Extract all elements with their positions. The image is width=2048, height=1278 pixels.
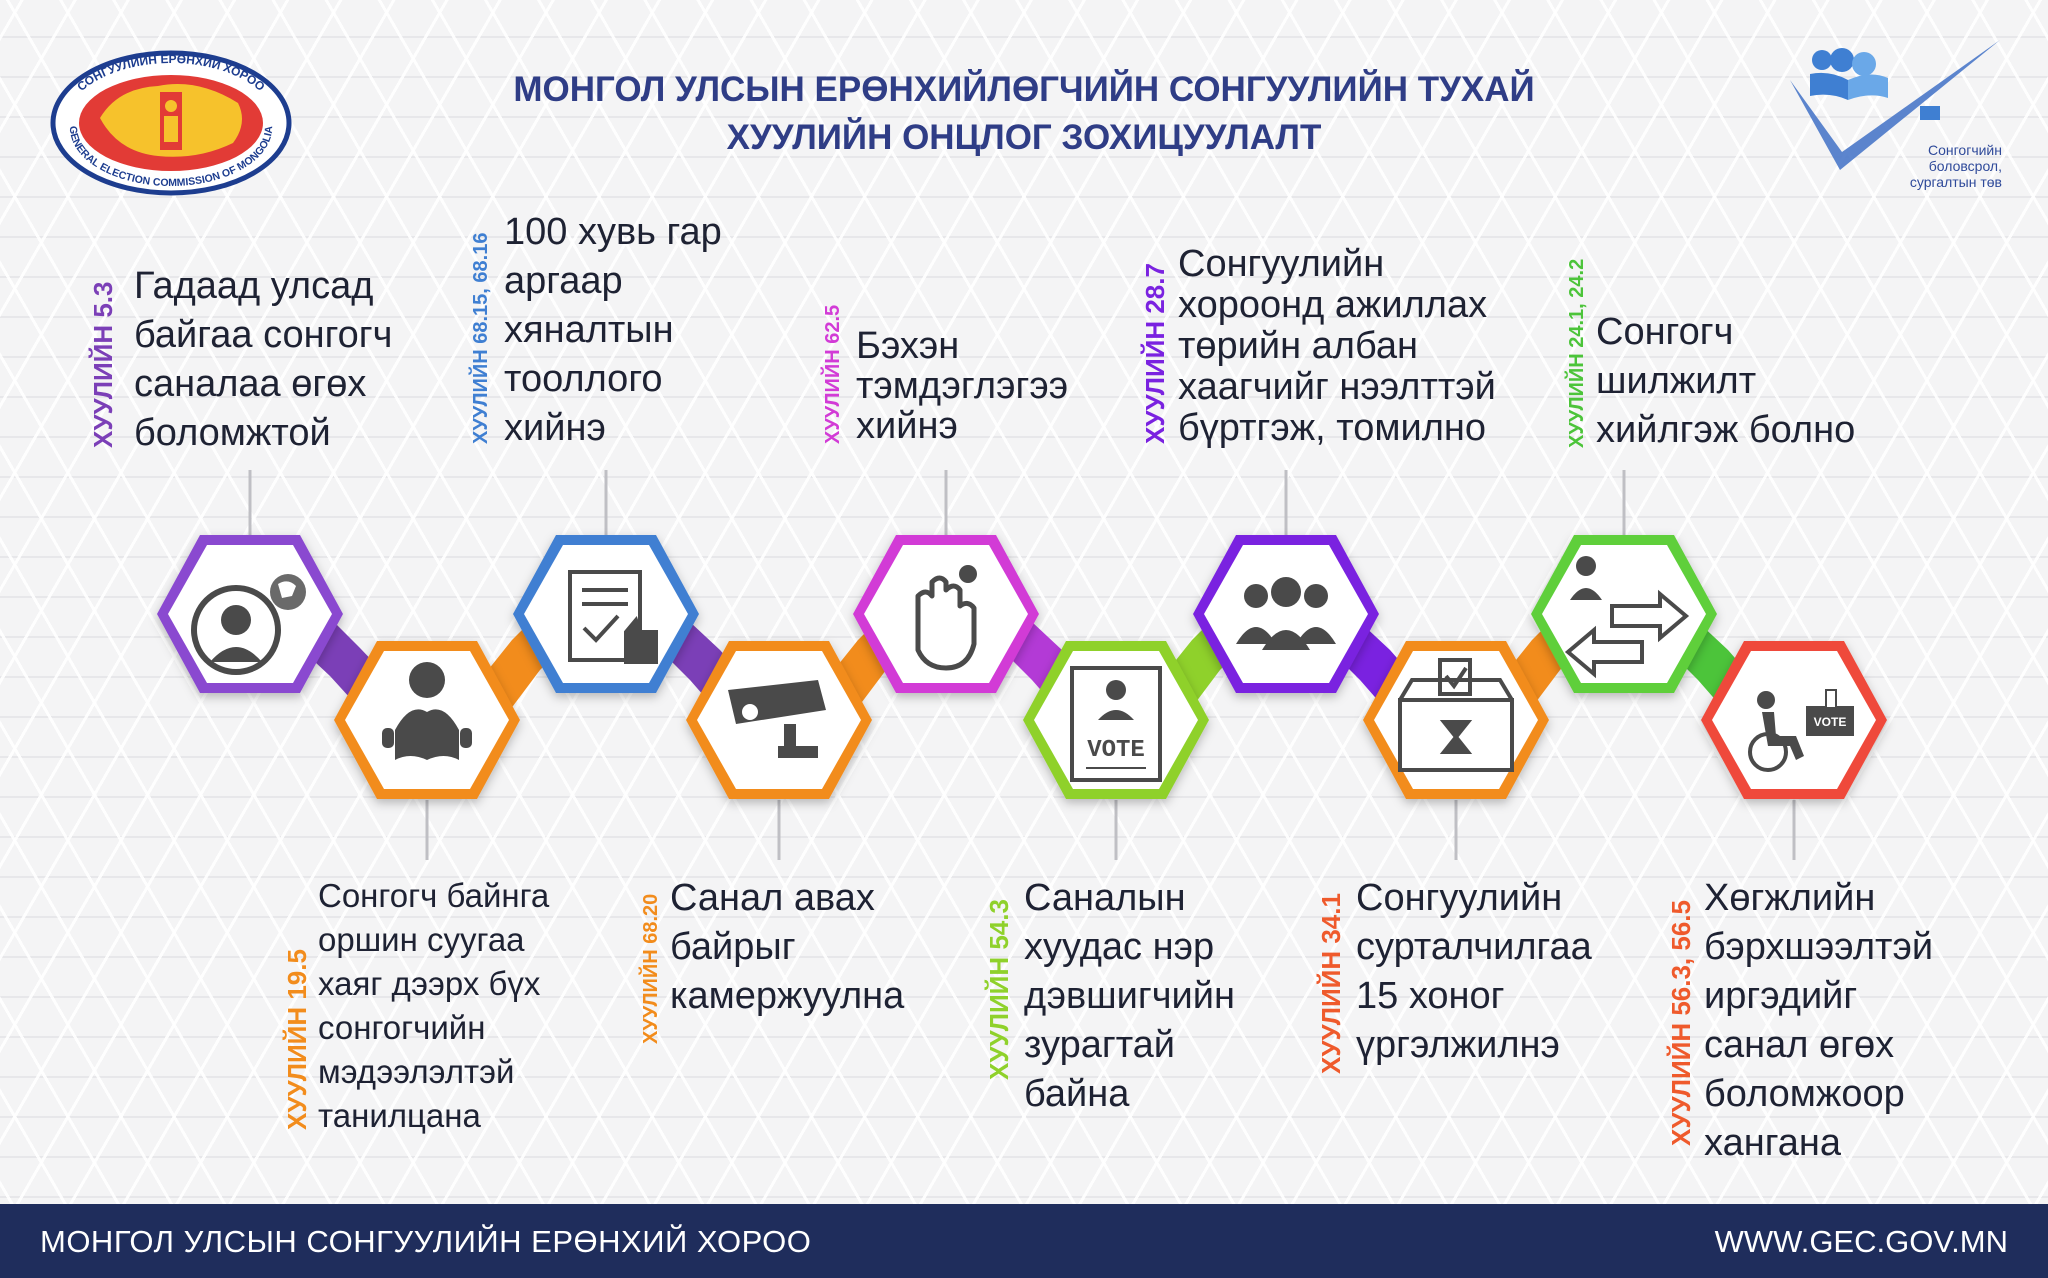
person-globe-icon (191, 574, 306, 675)
voter-education-logo (1790, 40, 2000, 170)
logo-right-line-3: сургалтын төв (1909, 174, 2002, 190)
leader-lines (248, 470, 1796, 860)
note-text: Санал авах байрыг камержуулна (670, 877, 905, 1017)
wheelchair-vote-icon: VOTE (1748, 689, 1854, 772)
note-text: Бэхэн тэмдэглэгээ хийнэ (856, 325, 1069, 447)
law-reference: ХУУЛИЙН 19.5 (282, 949, 312, 1130)
note-text: Саналын хуудас нэр дэвшигчийн зурагтай б… (1024, 877, 1235, 1115)
top-note-1: ХУУЛИЙН 5.3 Гадаад улсад байгаа сонгогч … (88, 262, 468, 462)
bottom-note-1: ХУУЛИЙН 19.5 Сонгогч байнга оршин суугаа… (282, 874, 582, 1144)
bottom-note-4: ХУУЛИЙН 34.1 Сонгуулийн сурталчилгаа 15 … (1316, 874, 1636, 1074)
note-text: Хөгжлийн бэрхшээлтэй иргэдийг санал өгөх… (1704, 877, 1934, 1164)
top-note-3: ХУУЛИЙН 62.5 Бэхэн тэмдэглэгээ хийнэ (822, 305, 1122, 456)
gec-emblem-logo: СОНГУУЛИЙН ЕРӨНХИЙ ХОРОО GENERAL ELECTIO… (50, 50, 292, 196)
note-text: Гадаад улсад байгаа сонгогч саналаа өгөх… (134, 265, 393, 454)
title-line-1: МОНГОЛ УЛСЫН ЕРӨНХИЙЛӨГЧИЙН СОНГУУЛИЙН Т… (513, 70, 1535, 109)
security-camera-icon (728, 680, 826, 758)
hexagon-5 (853, 535, 1039, 693)
law-reference: ХУУЛИЙН 24.1, 24.2 (1566, 258, 1588, 448)
hexagon-3 (513, 535, 699, 693)
top-note-2: ХУУЛИЙН 68.15, 68.16 100 хувь гар аргаар… (470, 208, 770, 458)
bottom-note-2: ХУУЛИЙН 68.20 Санал авах байрыг камержуу… (640, 874, 940, 1044)
logo-right-line-2: боловсрол, (1928, 158, 2002, 174)
ink-hand-icon (915, 565, 977, 671)
note-text: Сонгогч байнга оршин суугаа хаяг дээрх б… (318, 877, 550, 1134)
law-reference: ХУУЛИЙН 68.20 (640, 893, 662, 1044)
law-reference: ХУУЛИЙН 34.1 (1316, 893, 1346, 1074)
law-reference: ХУУЛИЙН 56.3, 56.5 (1666, 900, 1696, 1146)
logo-right-line-1: Сонгогчийн (1928, 142, 2002, 158)
law-reference: ХУУЛИЙН 5.3 (88, 281, 118, 448)
ballot-box-hourglass-icon (1398, 658, 1514, 772)
top-note-5: ХУУЛИЙН 24.1, 24.2 Сонгогч шилжилт хийлг… (1566, 259, 1906, 458)
transfer-arrows-icon (1564, 556, 1690, 679)
law-reference: ХУУЛИЙН 62.5 (822, 304, 844, 444)
law-reference: ХУУЛИЙН 28.7 (1140, 263, 1170, 444)
top-note-4: ХУУЛИЙН 28.7 Сонгуулийн хороонд ажиллах … (1140, 244, 1540, 454)
voter-education-logo-text: Сонгогчийн боловсрол, сургалтын төв (1872, 142, 2002, 190)
law-reference: ХУУЛИЙН 68.15, 68.16 (470, 232, 492, 444)
vote-ballot-icon: VOTE (1070, 666, 1162, 782)
hexagon-7 (1193, 535, 1379, 693)
checklist-thumbsup-icon (568, 570, 658, 664)
law-reference: ХУУЛИЙН 54.3 (984, 899, 1014, 1080)
wheelchair-vote-sign: VOTE (1814, 715, 1847, 729)
hexagon-9 (1531, 535, 1717, 693)
footer-organization: МОНГОЛ УЛСЫН СОНГУУЛИЙН ЕРӨНХИЙ ХОРОО (40, 1224, 812, 1259)
bottom-note-5: ХУУЛИЙН 56.3, 56.5 Хөгжлийн бэрхшээлтэй … (1666, 874, 2006, 1174)
group-people-icon (1236, 577, 1336, 650)
footer-website-link[interactable]: WWW.GEC.GOV.MN (1714, 1224, 2008, 1259)
page-title: МОНГОЛ УЛСЫН ЕРӨНХИЙЛӨГЧИЙН СОНГУУЛИЙН Т… (0, 66, 2048, 162)
footer-bar: МОНГОЛ УЛСЫН СОНГУУЛИЙН ЕРӨНХИЙ ХОРОО WW… (0, 1204, 2048, 1278)
hexagon-10 (1701, 641, 1887, 799)
bottom-note-3: ХУУЛИЙН 54.3 Саналын хуудас нэр дэвшигчи… (984, 874, 1274, 1124)
note-text: Сонгуулийн хороонд ажиллах төрийн албан … (1178, 243, 1496, 449)
note-text: 100 хувь гар аргаар хяналтын тооллого хи… (504, 211, 722, 449)
note-text: Сонгуулийн сурталчилгаа 15 хоног үргэлжи… (1356, 877, 1592, 1066)
note-text: Сонгогч шилжилт хийлгэж болно (1596, 311, 1856, 451)
reader-book-icon (382, 662, 472, 760)
ballot-vote-text: VOTE (1087, 737, 1145, 764)
title-line-2: ХУУЛИЙН ОНЦЛОГ ЗОХИЦУУЛАЛТ (726, 118, 1322, 157)
hexagon-4 (686, 641, 872, 799)
